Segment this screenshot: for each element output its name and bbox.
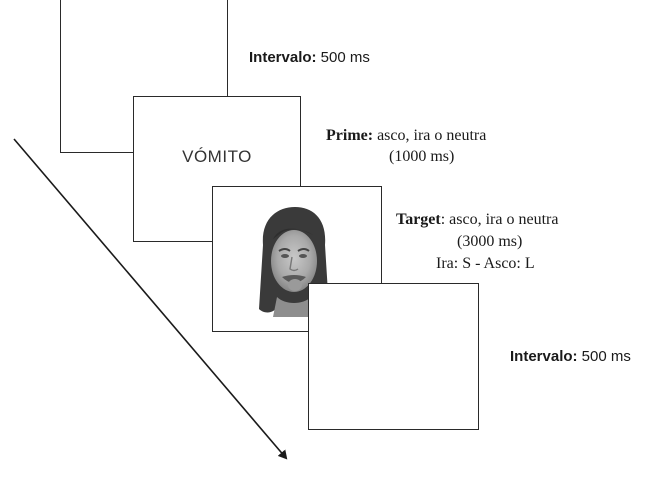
interval-frame-2 (308, 283, 479, 430)
prime-label-rest: asco, ira o neutra (373, 127, 487, 144)
interval-2-label-rest: 500 ms (577, 348, 631, 365)
interval-1-label-rest: 500 ms (316, 49, 370, 66)
target-label-rest: : asco, ira o neutra (440, 211, 559, 228)
response-keys: Ira: S - Asco: L (436, 255, 535, 272)
prime-label: Prime: asco, ira o neutra (326, 127, 486, 145)
interval-1-label-bold: Intervalo: (249, 49, 317, 66)
interval-2-label: Intervalo: 500 ms (510, 348, 631, 366)
target-duration: (3000 ms) (457, 233, 523, 250)
prime-duration: (1000 ms) (389, 148, 455, 165)
interval-1-label: Intervalo: 500 ms (249, 49, 370, 67)
prime-label-bold: Prime: (326, 127, 374, 144)
target-label: Target: asco, ira o neutra (396, 211, 558, 229)
interval-2-label-bold: Intervalo: (510, 348, 578, 365)
prime-word: VÓMITO (182, 147, 252, 166)
target-label-bold: Target (396, 211, 441, 228)
